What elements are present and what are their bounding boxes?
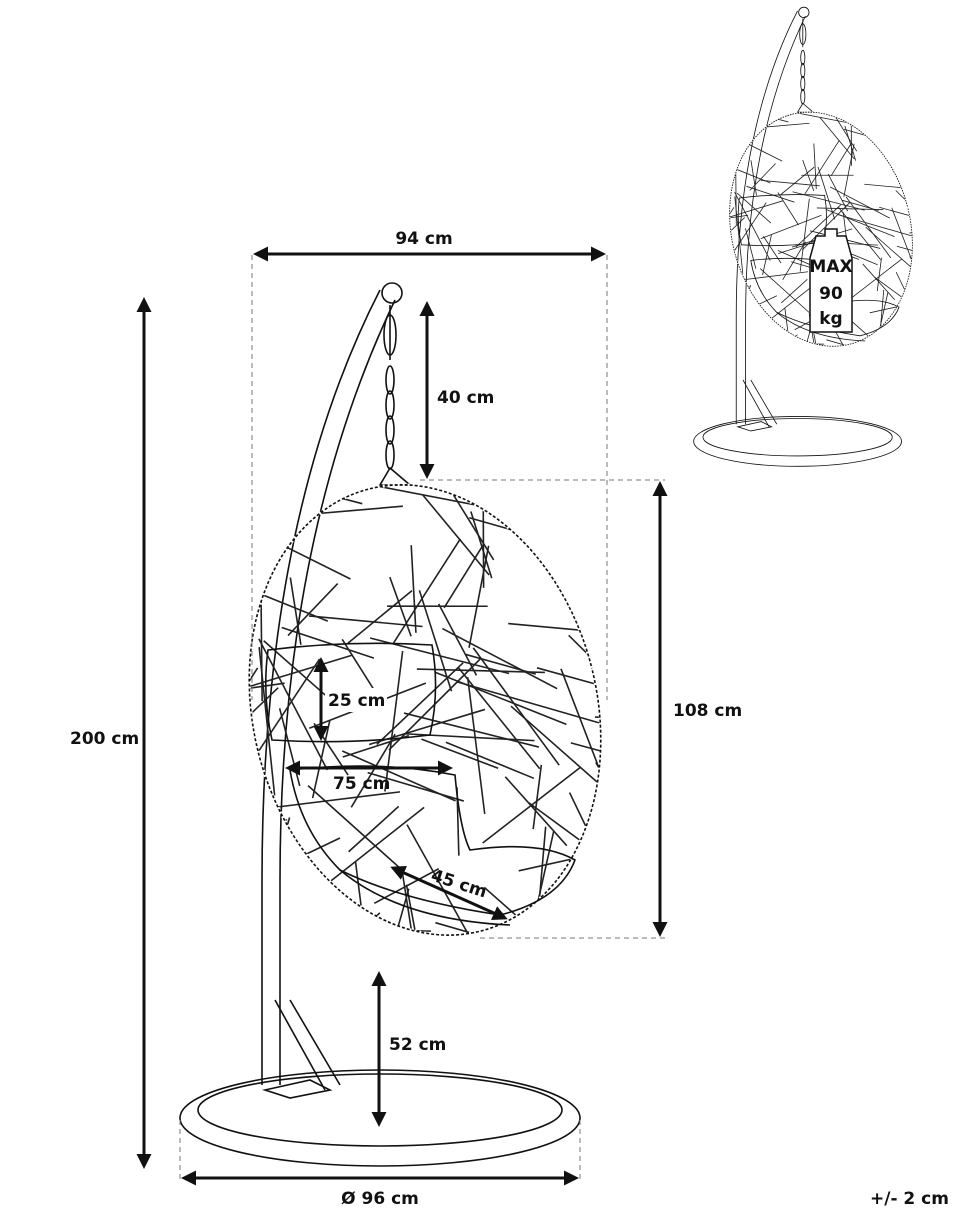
label-cushion-height: 25 cm: [328, 691, 385, 711]
label-seat-width: 75 cm: [333, 774, 390, 794]
dimension-arrows: [136, 246, 668, 1186]
label-tolerance: +/- 2 cm: [870, 1189, 949, 1209]
label-chain-length: 40 cm: [437, 388, 494, 408]
max-value: 90: [819, 284, 843, 304]
main-chair: [161, 283, 690, 1166]
max-load-badge: MAX 90 kg: [809, 228, 853, 333]
label-seat-height: 108 cm: [673, 701, 742, 721]
label-base-diameter: Ø 96 cm: [341, 1189, 419, 1209]
label-ground-clearance: 52 cm: [389, 1035, 446, 1055]
label-width-total: 94 cm: [395, 229, 452, 249]
max-unit: kg: [819, 309, 842, 329]
label-height-total: 200 cm: [70, 729, 139, 749]
max-label: MAX: [809, 257, 852, 277]
guide-lines: [179, 255, 665, 1180]
